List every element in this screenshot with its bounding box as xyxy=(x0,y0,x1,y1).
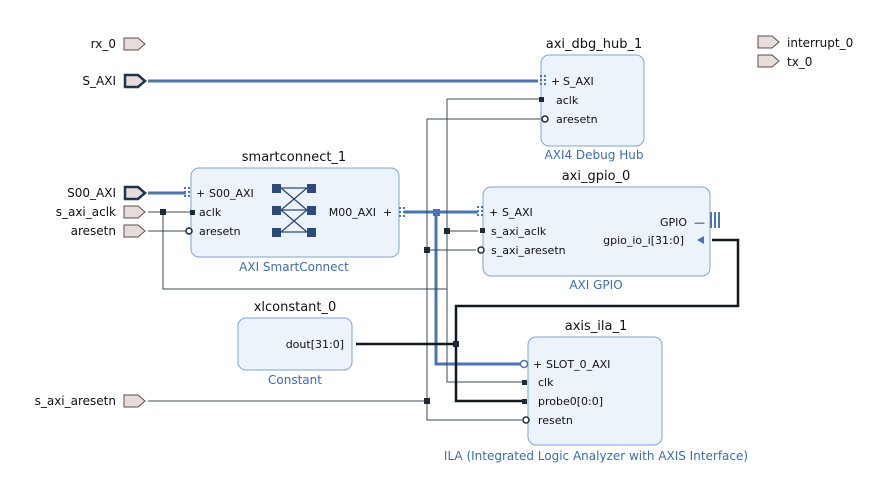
port-label: rx_0 xyxy=(91,37,116,51)
input-arrow-icon xyxy=(697,236,704,244)
bus-port-icon xyxy=(123,185,147,201)
block-instance-name: xlconstant_0 xyxy=(254,300,337,315)
axi-interface-icon xyxy=(540,75,546,85)
junction-dot xyxy=(444,228,450,234)
block-xlconstant[interactable]: xlconstant_0 dout[31:0] Constant xyxy=(237,300,353,387)
port-s-axi-aclk[interactable]: s_axi_aclk xyxy=(56,205,146,219)
port-label: tx_0 xyxy=(787,55,812,69)
output-port-icon xyxy=(757,35,780,49)
net-s-axi-aresetn[interactable] xyxy=(148,118,541,421)
port-s-axi-aresetn[interactable]: s_axi_aresetn xyxy=(35,394,146,408)
pin-resetn[interactable]: resetn xyxy=(538,414,573,427)
net-gpio-io-i[interactable] xyxy=(454,238,740,403)
bus-m00-axi[interactable] xyxy=(404,210,524,366)
pin-slot-0-axi[interactable]: SLOT_0_AXI xyxy=(546,358,610,371)
junction-dot xyxy=(433,209,440,216)
reset-pin-marker xyxy=(185,227,193,235)
axi-interface-icon xyxy=(477,206,483,216)
port-tx-0[interactable]: tx_0 xyxy=(757,54,812,69)
port-s00-axi[interactable]: S00_AXI xyxy=(67,185,147,201)
port-s-axi[interactable]: S_AXI xyxy=(82,73,147,89)
pin-aclk[interactable]: aclk xyxy=(556,94,579,107)
pin-aresetn[interactable]: aresetn xyxy=(199,225,241,238)
reset-pin-marker xyxy=(541,115,549,123)
pin-s-axi-aclk[interactable]: s_axi_aclk xyxy=(491,225,547,238)
block-instance-name: axi_gpio_0 xyxy=(562,169,631,184)
block-instance-name: axis_ila_1 xyxy=(565,319,628,334)
pin-m00-axi[interactable]: M00_AXI xyxy=(329,206,376,219)
port-interrupt-0[interactable]: interrupt_0 xyxy=(757,35,853,50)
pin-aresetn[interactable]: aresetn xyxy=(556,113,598,126)
port-rx-0[interactable]: rx_0 xyxy=(91,37,146,51)
reset-pin-marker xyxy=(477,246,485,254)
pin-marker xyxy=(539,97,544,102)
block-instance-name: smartconnect_1 xyxy=(242,150,346,165)
port-aresetn[interactable]: aresetn xyxy=(71,224,146,238)
block-smartconnect[interactable]: smartconnect_1 + S00_AXI aclk aresetn M0… xyxy=(184,150,405,274)
pin-s-axi-aresetn[interactable]: s_axi_aresetn xyxy=(491,244,566,257)
input-port-icon xyxy=(123,394,146,408)
port-label: aresetn xyxy=(71,224,116,238)
axi-interface-icon xyxy=(184,187,190,197)
block-body xyxy=(237,317,353,371)
block-ip-type: AXI GPIO xyxy=(569,278,622,292)
pin-s-axi[interactable]: S_AXI xyxy=(563,75,594,88)
monitor-icon xyxy=(519,359,529,369)
input-port-icon xyxy=(123,205,146,219)
block-ip-type: Constant xyxy=(268,373,322,387)
net-s-axi-aclk[interactable] xyxy=(148,98,541,383)
reset-pin-marker xyxy=(522,416,530,424)
junction-dot xyxy=(424,398,430,404)
output-port-icon xyxy=(757,54,780,68)
pin-marker xyxy=(190,210,195,215)
port-label: s_axi_aresetn xyxy=(35,394,116,408)
pin-dout[interactable]: dout[31:0] xyxy=(286,338,344,351)
block-ip-type: AXI4 Debug Hub xyxy=(545,148,644,162)
port-label: s_axi_aclk xyxy=(56,205,116,219)
bus-port-icon xyxy=(123,73,147,89)
block-instance-name: axi_dbg_hub_1 xyxy=(546,37,643,52)
pin-marker xyxy=(480,228,485,233)
plus-icon[interactable]: + xyxy=(196,187,205,200)
axi-interface-icon xyxy=(399,207,405,217)
plus-icon[interactable]: + xyxy=(533,358,542,371)
pin-marker xyxy=(522,399,527,404)
pin-clk[interactable]: clk xyxy=(538,376,554,389)
pin-aclk[interactable]: aclk xyxy=(199,206,222,219)
input-port-icon xyxy=(123,224,146,238)
pin-s-axi[interactable]: S_AXI xyxy=(502,206,533,219)
pin-marker xyxy=(522,380,527,385)
plus-icon[interactable]: + xyxy=(551,75,560,88)
gpio-bus-icon xyxy=(710,212,720,228)
block-ip-type: AXI SmartConnect xyxy=(239,260,349,274)
junction-dot xyxy=(160,209,166,215)
junction-dot xyxy=(424,247,430,253)
pin-gpio-io-i[interactable]: gpio_io_i[31:0] xyxy=(603,234,684,247)
block-ip-type: ILA (Integrated Logic Analyzer with AXIS… xyxy=(444,449,748,463)
plus-icon[interactable]: + xyxy=(489,206,498,219)
block-axi-dbg-hub[interactable]: axi_dbg_hub_1 + S_AXI aclk aresetn AXI4 … xyxy=(539,37,645,162)
block-axi-gpio[interactable]: axi_gpio_0 + S_AXI s_axi_aclk s_axi_ares… xyxy=(477,169,720,292)
plus-icon[interactable]: + xyxy=(383,206,392,219)
pin-gpio[interactable]: GPIO xyxy=(660,216,687,229)
port-label: interrupt_0 xyxy=(787,36,853,50)
port-label: S00_AXI xyxy=(67,186,116,200)
minus-icon[interactable]: — xyxy=(694,216,705,229)
block-body xyxy=(527,336,663,446)
block-axis-ila[interactable]: axis_ila_1 + SLOT_0_AXI clk probe0[0:0] … xyxy=(444,319,748,463)
junction-dot xyxy=(453,341,459,347)
input-port-icon xyxy=(123,37,146,51)
pin-s00-axi[interactable]: S00_AXI xyxy=(209,187,254,200)
smartconnect-crossbar-icon xyxy=(272,184,316,237)
pin-probe0[interactable]: probe0[0:0] xyxy=(538,395,603,408)
wires xyxy=(148,79,740,421)
port-label: S_AXI xyxy=(82,74,116,88)
